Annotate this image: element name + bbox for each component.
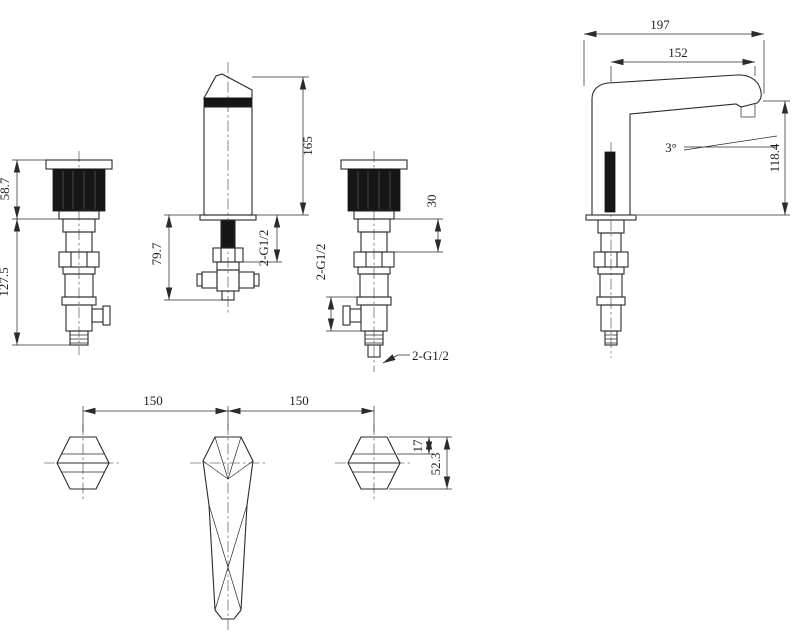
dim-152-label: 152 — [668, 45, 688, 60]
plan-view-spout — [190, 424, 266, 630]
dim-thread-center: 2-G1/2 — [243, 215, 282, 266]
dim-197: 197 — [583, 17, 765, 94]
dim-17-label: 17 — [410, 439, 425, 453]
dim-150-right: 150 — [228, 393, 375, 432]
dim-150-left: 150 — [82, 393, 229, 432]
dim-thread-leader-label: 2-G1/2 — [412, 348, 449, 363]
dim-30-label: 30 — [424, 195, 439, 208]
front-view-spout — [196, 62, 260, 314]
dim-58-7-label: 58.7 — [0, 177, 12, 200]
dim-thread-right: 2-G1/2 — [313, 244, 365, 332]
dim-79-7: 79.7 — [149, 214, 222, 301]
side-view-spout — [585, 74, 762, 358]
dim-17: 17 — [389, 436, 452, 455]
plan-view-left-handle — [44, 424, 122, 502]
dim-angle-3deg: 3° — [665, 135, 778, 155]
plan-view-right-handle — [335, 424, 413, 502]
dim-127-5-label: 127.5 — [0, 267, 11, 296]
dim-thread-leader: 2-G1/2 — [382, 348, 449, 364]
dim-118-4-label: 118.4 — [767, 143, 782, 172]
dim-165: 165 — [252, 76, 315, 216]
dim-127-5: 127.5 — [0, 219, 70, 346]
front-view-left-handle — [45, 151, 113, 355]
dim-118-4: 118.4 — [637, 100, 790, 216]
dim-30: 30 — [387, 195, 443, 253]
dim-150-left-label: 150 — [143, 393, 163, 408]
dim-197-label: 197 — [650, 17, 670, 32]
dim-152: 152 — [610, 45, 756, 82]
dim-165-label: 165 — [300, 136, 315, 156]
front-view-right-handle — [340, 151, 408, 372]
dim-79-7-label: 79.7 — [149, 242, 164, 265]
dim-thread-center-label: 2-G1/2 — [256, 230, 271, 267]
dim-150-right-label: 150 — [289, 393, 309, 408]
dim-52-3-label: 52.3 — [428, 453, 443, 476]
dim-thread-right-label: 2-G1/2 — [313, 244, 328, 281]
dim-58-7: 58.7 — [0, 159, 59, 220]
dim-52-3: 52.3 — [389, 437, 452, 490]
dim-3deg-label: 3° — [665, 140, 677, 155]
